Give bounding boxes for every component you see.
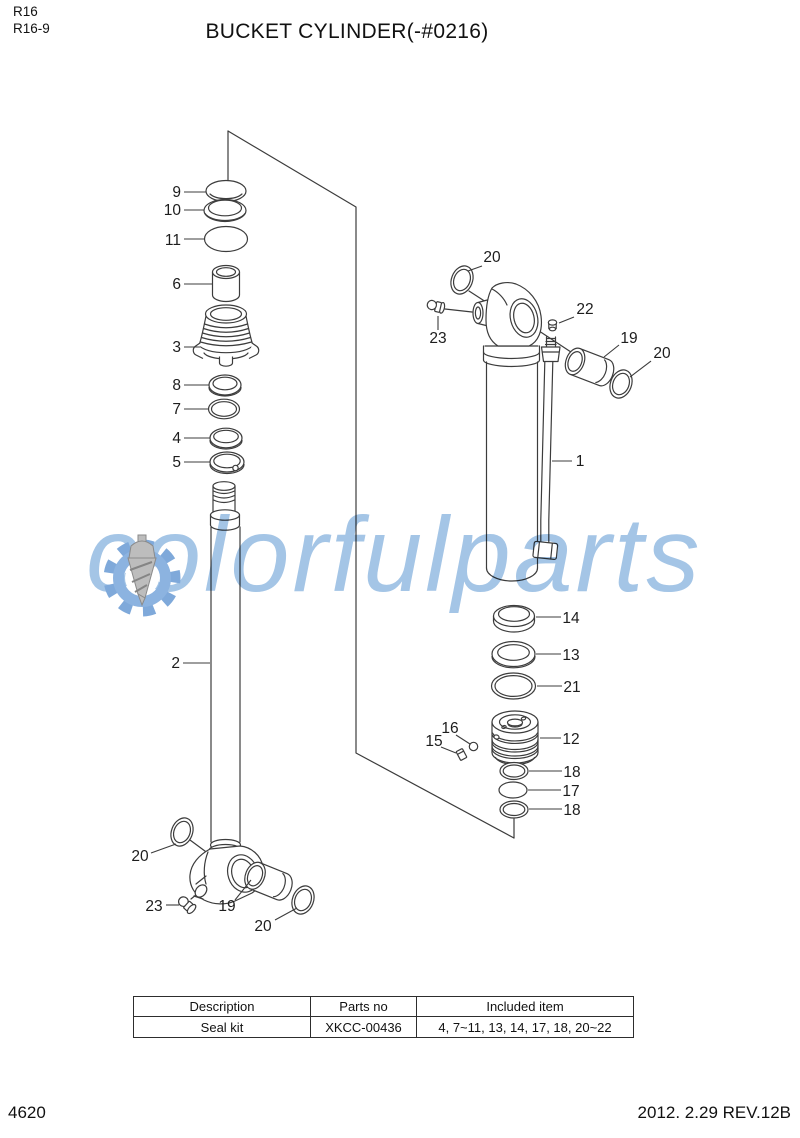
part-8-backup-ring	[208, 374, 242, 397]
col-header-included-item: Included item	[416, 996, 634, 1017]
table-row: Seal kit XKCC-00436 4, 7~11, 13, 14, 17,…	[133, 1016, 634, 1038]
callout-16: 16	[441, 720, 458, 737]
callout-20: 20	[483, 249, 501, 266]
table-header-row: Description Parts no Included item	[133, 996, 634, 1017]
part-2-piston-rod	[208, 481, 243, 858]
callout-8: 8	[172, 377, 181, 394]
revision-date: 2012. 2.29 REV.12B	[637, 1103, 791, 1122]
callout-leader-16	[455, 734, 471, 745]
part-16-steel-ball	[468, 741, 479, 752]
callout-leader-19	[603, 344, 620, 358]
part-23-grease-nipple-bottom	[177, 896, 197, 915]
callout-10: 10	[164, 202, 182, 219]
part-7-oring	[207, 398, 241, 420]
callout-19: 19	[218, 898, 235, 915]
part-15-set-screw	[455, 748, 468, 761]
callout-11: 11	[165, 232, 181, 249]
callout-20: 20	[653, 345, 671, 362]
cell-included-item: 4, 7~11, 13, 14, 17, 18, 20~22	[416, 1016, 634, 1038]
cell-description: Seal kit	[133, 1016, 311, 1038]
callout-leader-20	[629, 360, 652, 378]
part-1-cylinder-tube	[482, 345, 541, 582]
part-18-oring-upper	[499, 761, 529, 781]
callout-leader-20	[150, 843, 177, 854]
col-header-parts-no: Parts no	[310, 996, 417, 1017]
callout-leader-15	[440, 746, 457, 754]
callout-6: 6	[172, 276, 181, 293]
callout-1: 1	[576, 453, 585, 470]
callout-15: 15	[425, 733, 442, 750]
model-code-line1: R16	[13, 4, 38, 19]
part-20-dust-seal-bottom-right	[291, 885, 315, 915]
callout-18: 18	[563, 802, 580, 819]
tube-head-clevis	[472, 282, 543, 347]
callout-18: 18	[563, 764, 580, 781]
part-20-dust-seal-bottom-left	[170, 817, 194, 847]
part-11-oring	[203, 225, 249, 253]
part-17-oring	[498, 781, 528, 799]
callout-2: 2	[171, 655, 180, 672]
cell-parts-no: XKCC-00436	[310, 1016, 417, 1038]
callout-21: 21	[563, 679, 580, 696]
part-5-retaining-ring	[209, 451, 245, 475]
part-23-grease-nipple-top	[426, 299, 446, 314]
page-number: 4620	[8, 1103, 46, 1122]
model-codes: R16 R16-9	[13, 4, 50, 37]
callout-7: 7	[172, 401, 181, 418]
part-20-dust-seal-top-right	[609, 369, 633, 399]
callout-20: 20	[131, 848, 149, 865]
callout-17: 17	[562, 783, 579, 800]
callout-9: 9	[172, 184, 181, 201]
callout-leader-20	[274, 907, 298, 921]
callout-leader-22	[558, 316, 575, 324]
callout-leader-20	[467, 265, 483, 272]
part-4-backup-ring	[209, 427, 243, 450]
callout-4: 4	[172, 430, 181, 447]
part-20-dust-seal-top-left	[450, 265, 474, 295]
part-14-wear-ring	[492, 604, 536, 633]
callout-14: 14	[562, 610, 580, 627]
part-12-piston	[491, 710, 539, 766]
callout-3: 3	[172, 339, 181, 356]
page-title: BUCKET CYLINDER(-#0216)	[205, 20, 489, 43]
callout-23: 23	[429, 330, 446, 347]
part-18-oring-lower	[499, 800, 529, 819]
part-19-bushing-top	[564, 347, 615, 387]
part-3-cylinder-head-gland	[191, 304, 262, 368]
part-21-oring	[490, 672, 537, 700]
part-13-piston-seal	[491, 640, 536, 669]
callout-23: 23	[145, 898, 162, 915]
exploded-view-boundary	[227, 130, 515, 839]
callout-13: 13	[562, 647, 579, 664]
part-6-rod-bushing	[211, 264, 241, 303]
callout-5: 5	[172, 454, 181, 471]
callout-20: 20	[254, 918, 272, 935]
part-22-plug	[547, 319, 558, 332]
callout-12: 12	[562, 731, 579, 748]
col-header-description: Description	[133, 996, 311, 1017]
part-1-pipe	[532, 336, 561, 561]
callout-22: 22	[576, 301, 593, 318]
part-19-bushing-bottom	[244, 861, 293, 901]
part-10-rod-seal	[203, 198, 247, 223]
callout-leader-19	[234, 879, 252, 901]
model-code-line2: R16-9	[13, 20, 50, 36]
seal-kit-table: Description Parts no Included item Seal …	[133, 996, 634, 1038]
callout-19: 19	[620, 330, 637, 347]
part-9-buffer-ring	[205, 179, 247, 203]
